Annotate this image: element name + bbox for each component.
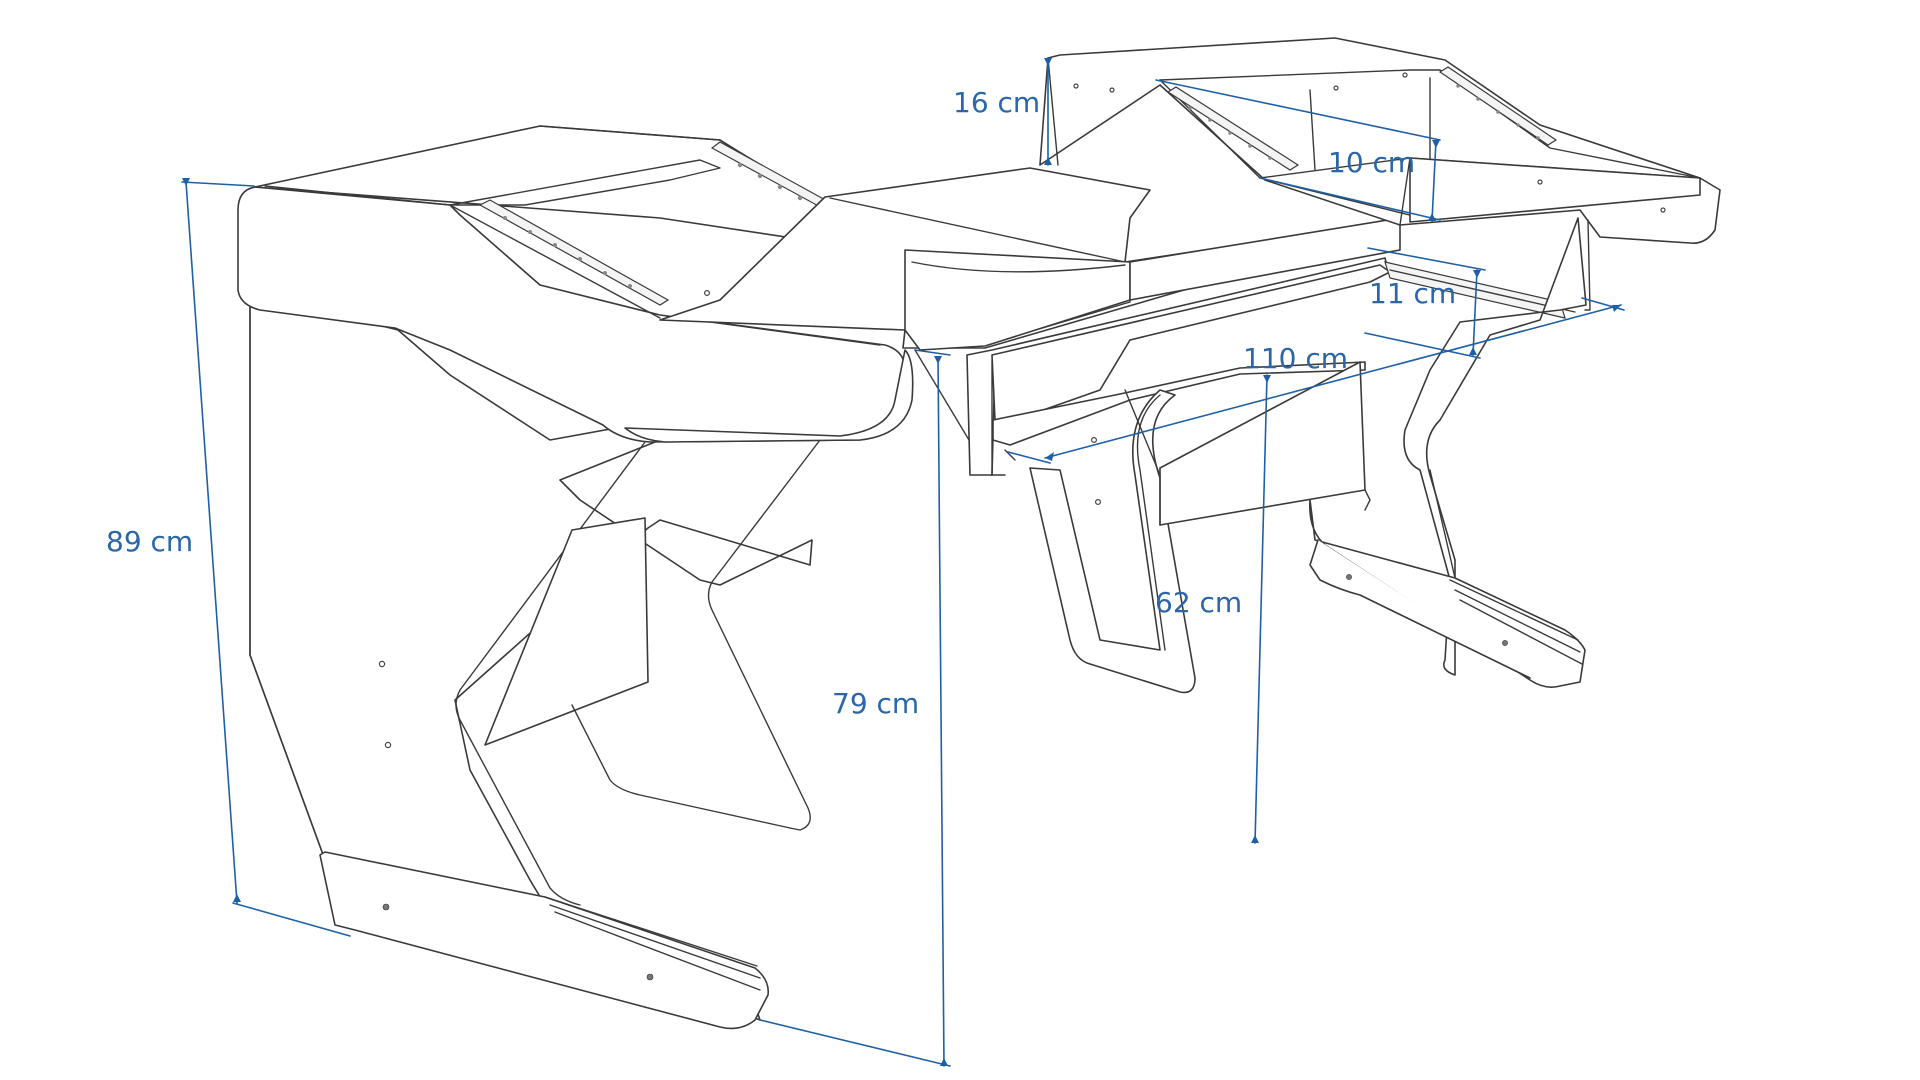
middle-worktop [659, 167, 1576, 476]
label-height-upper-shelf: 16 cm [953, 86, 1040, 119]
label-drawer-height: 11 cm [1369, 277, 1456, 310]
label-height-legroom: 62 cm [1155, 586, 1242, 619]
label-height-total: 89 cm [106, 525, 193, 558]
right-side-panel [1308, 217, 1591, 688]
left-side-panel [249, 294, 821, 1030]
label-depth-upper-shelf: 10 cm [1328, 146, 1415, 179]
label-height-desk: 79 cm [832, 687, 919, 720]
label-width-shelf: 110 cm [1243, 342, 1348, 375]
dimension-lines [181, 57, 1625, 1067]
right-upper-module [1039, 37, 1721, 245]
middle-legs [1029, 361, 1371, 694]
